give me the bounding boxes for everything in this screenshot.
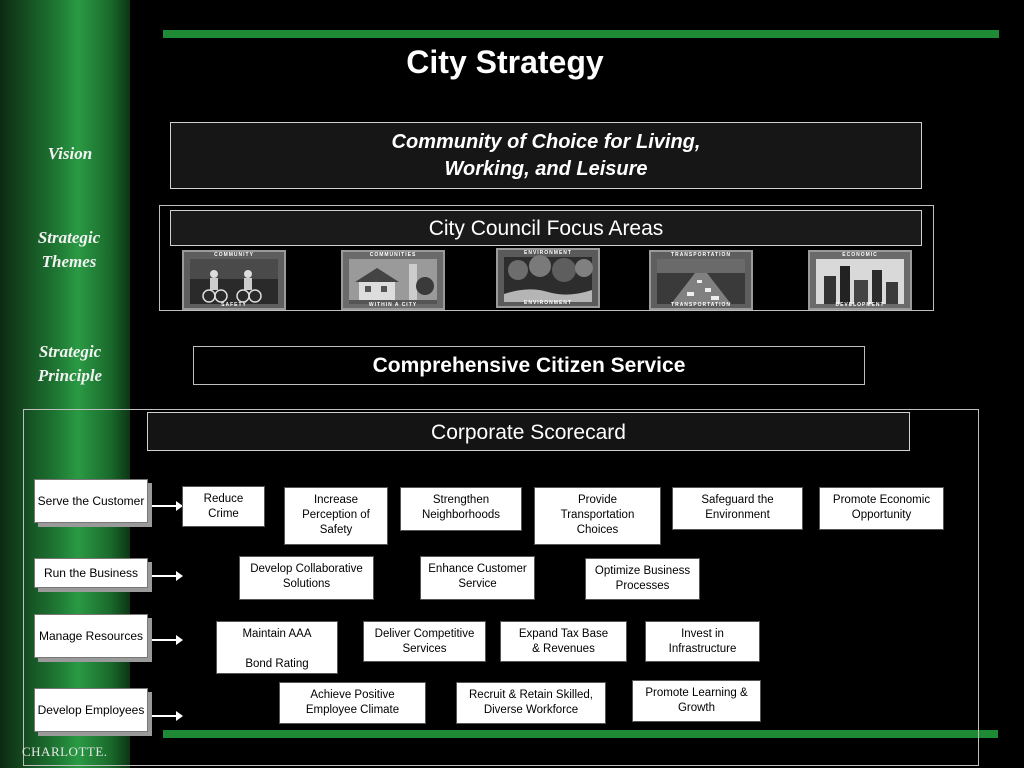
page-title: City Strategy — [406, 44, 604, 80]
city-skyline-photo-icon: ECONOMIC DEVELOPMENT — [808, 250, 912, 310]
objective-positive-employee-climate: Achieve Positive Employee Climate — [279, 682, 426, 724]
perspective-run-business: Run the Business — [34, 558, 148, 588]
cyclists-photo-icon: COMMUNITY SAFETY — [182, 250, 286, 310]
scorecard-panel — [23, 409, 979, 766]
highway-traffic-photo-icon: TRANSPORTATION TRANSPORTATION — [649, 250, 753, 310]
theme-caption-bottom: WITHIN A CITY — [368, 302, 418, 308]
objective-recruit-retain-workforce: Recruit & Retain Skilled, Diverse Workfo… — [456, 682, 606, 724]
theme-caption-top: ECONOMIC — [842, 252, 878, 258]
vision-line-2: Working, and Leisure — [444, 158, 648, 180]
scorecard-header: Corporate Scorecard — [147, 412, 910, 451]
objective-promote-economic-opportunity: Promote Economic Opportunity — [819, 487, 944, 530]
focus-areas-title: City Council Focus Areas — [428, 217, 664, 240]
charlotte-logo: CHARLOTTE. — [22, 744, 108, 759]
objective-collaborative-solutions: Develop Collaborative Solutions — [239, 556, 374, 600]
theme-caption-bottom: SAFETY — [221, 302, 247, 308]
objective-provide-transportation: Provide Transportation Choices — [534, 487, 661, 545]
objective-expand-tax-base: Expand Tax Base & Revenues — [500, 621, 627, 662]
theme-caption-top: COMMUNITIES — [369, 252, 417, 258]
vision-label: Vision — [47, 144, 93, 163]
principle-box: Comprehensive Citizen Service — [193, 346, 865, 385]
objective-reduce-crime: Reduce Crime — [182, 486, 265, 527]
perspective-manage-resources: Manage Resources — [34, 614, 148, 658]
theme-caption-top: TRANSPORTATION — [671, 252, 731, 258]
strategic-themes-label: Strategic Themes — [37, 228, 101, 271]
principle-text: Comprehensive Citizen Service — [372, 354, 686, 377]
top-green-rule — [163, 30, 999, 38]
vision-line-1: Community of Choice for Living, — [391, 131, 701, 153]
theme-caption-bottom: ENVIRONMENT — [524, 300, 572, 306]
theme-caption-bottom: TRANSPORTATION — [671, 302, 731, 308]
objective-deliver-competitive-services: Deliver Competitive Services — [363, 621, 486, 662]
forest-stream-photo-icon: ENVIRONMENT ENVIRONMENT — [496, 248, 600, 308]
objective-promote-learning-growth: Promote Learning & Growth — [632, 680, 761, 722]
objective-safeguard-environment: Safeguard the Environment — [672, 487, 803, 530]
bottom-green-rule — [163, 730, 998, 738]
objective-maintain-aaa-bond-rating: Maintain AAA Bond Rating — [216, 621, 338, 674]
perspective-arrows — [152, 501, 183, 721]
strategic-principle-label: Strategic Principle — [37, 342, 103, 385]
perspective-serve-customer: Serve the Customer — [34, 479, 148, 523]
scorecard-title: Corporate Scorecard — [431, 421, 626, 444]
theme-caption-top: COMMUNITY — [214, 252, 254, 258]
objective-invest-infrastructure: Invest in Infrastructure — [645, 621, 760, 662]
neighborhood-house-photo-icon: COMMUNITIES WITHIN A CITY — [341, 250, 445, 310]
focus-areas-header: City Council Focus Areas — [170, 210, 922, 246]
objective-increase-perception-safety: Increase Perception of Safety — [284, 487, 388, 545]
objective-optimize-processes: Optimize Business Processes — [585, 558, 700, 600]
objective-strengthen-neighborhoods: Strengthen Neighborhoods — [400, 487, 522, 531]
vision-box: Community of Choice for Living, Working,… — [170, 122, 922, 189]
objective-enhance-customer-service: Enhance Customer Service — [420, 556, 535, 600]
theme-caption-top: ENVIRONMENT — [524, 250, 572, 256]
theme-caption-bottom: DEVELOPMENT — [835, 302, 885, 308]
perspective-develop-employees: Develop Employees — [34, 688, 148, 732]
